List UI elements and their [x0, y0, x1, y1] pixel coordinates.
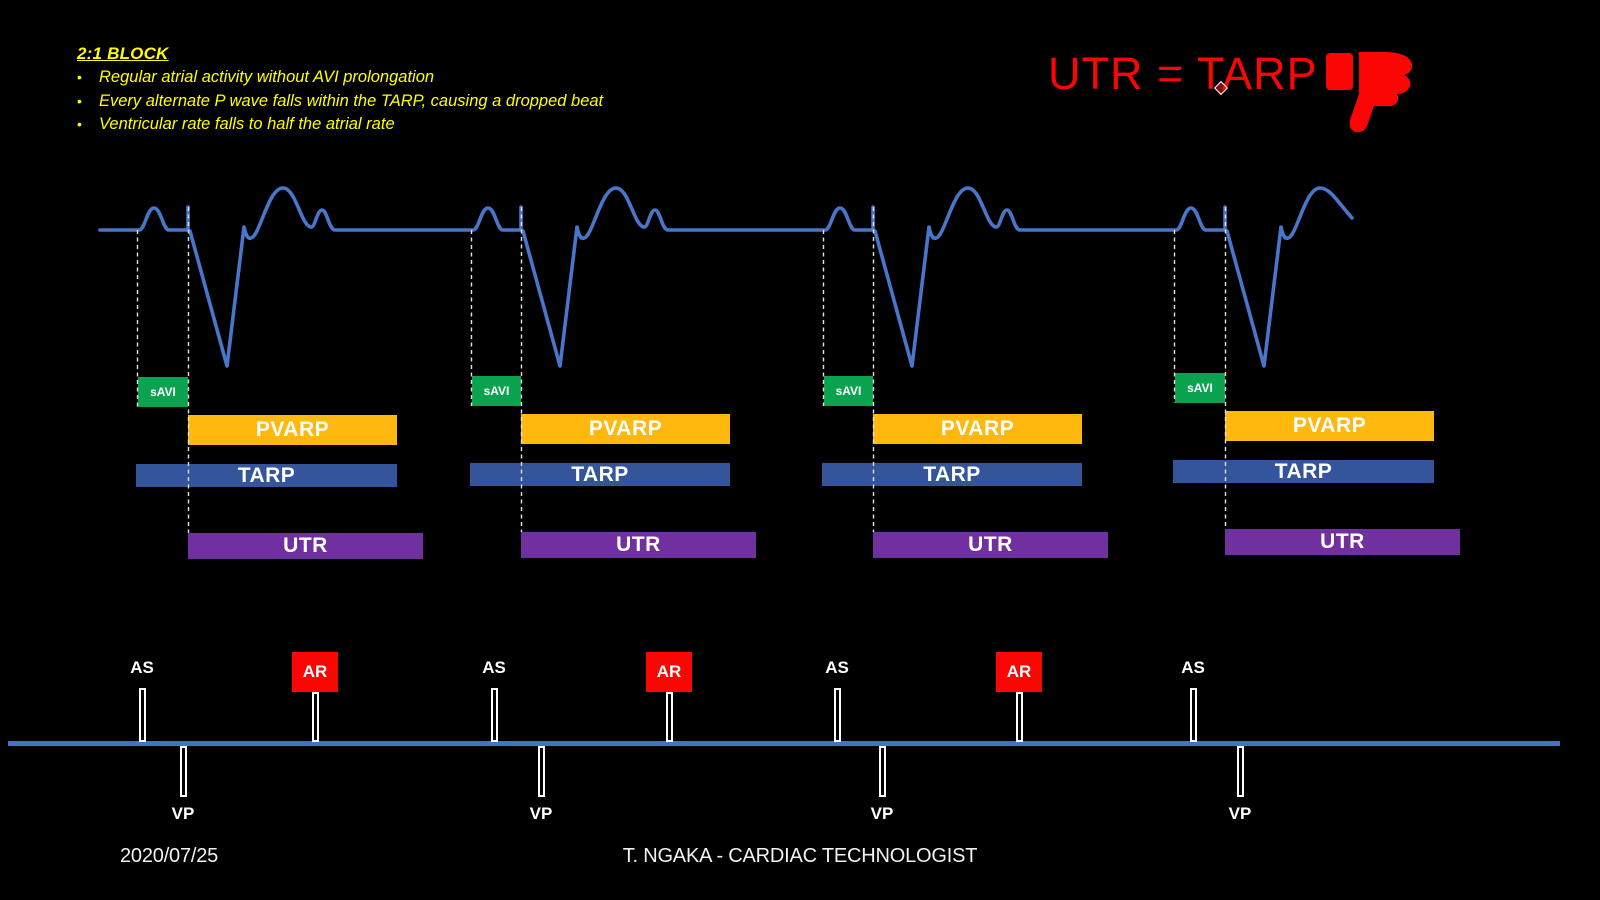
formula-text: UTR = TARP: [1048, 48, 1318, 99]
as-marker-tick: [1189, 688, 1197, 742]
savi-bar-label: sAVI: [835, 384, 862, 398]
bullet-text: Every alternate P wave falls within the …: [99, 91, 604, 110]
bullet-list: • Regular atrial activity without AVI pr…: [77, 66, 717, 137]
pvarp-bar: PVARP: [873, 414, 1082, 444]
savi-bar: sAVI: [1175, 373, 1225, 403]
as-marker-label: AS: [130, 658, 154, 677]
pvarp-bar-label: PVARP: [588, 417, 663, 440]
bullet-dot: •: [77, 92, 82, 109]
pvarp-bar-label: PVARP: [255, 418, 330, 441]
as-marker-tick: [138, 688, 146, 742]
utr-bar: UTR: [521, 532, 756, 558]
utr-bar: UTR: [873, 532, 1108, 558]
pvarp-bar: PVARP: [188, 415, 397, 445]
bullet-dot: •: [77, 69, 82, 85]
pvarp-bar: PVARP: [521, 414, 730, 444]
utr-bar-label: UTR: [283, 534, 328, 557]
vp-marker-tick: [878, 746, 886, 797]
savi-bar-label: sAVI: [150, 385, 176, 399]
tarp-bar: TARP: [1173, 460, 1434, 483]
as-marker-label: AS: [825, 658, 849, 677]
vp-marker-label: VP: [171, 804, 195, 823]
savi-bar: sAVI: [138, 377, 188, 407]
tarp-bar-label: TARP: [1274, 459, 1333, 483]
tarp-bar: TARP: [822, 463, 1082, 486]
ecg-strip: [98, 186, 1354, 533]
savi-bar: sAVI: [472, 376, 521, 406]
tarp-bar-label: TARP: [237, 463, 296, 487]
as-marker-tick: [833, 688, 841, 742]
savi-bar-label: sAVI: [1187, 381, 1213, 395]
utr-bar-label: UTR: [616, 533, 661, 556]
slide-date: 2020/07/25: [120, 845, 219, 867]
ecg-trace: [98, 186, 1354, 368]
ar-marker-tick: [1015, 692, 1023, 742]
vp-marker-tick: [537, 746, 545, 797]
tarp-bar-label: TARP: [923, 462, 981, 486]
marker-baseline: [8, 741, 1560, 746]
vp-marker-tick: [179, 746, 187, 797]
bullet-text: Ventricular rate falls to half the atria…: [99, 115, 395, 134]
tarp-bar: TARP: [136, 464, 397, 487]
ar-marker-tick: [311, 692, 319, 742]
tarp-bar: TARP: [470, 463, 730, 486]
savi-bar: sAVI: [824, 376, 873, 406]
bullet-item: • Regular atrial activity without AVI pr…: [77, 66, 717, 90]
vp-marker-label: VP: [1228, 804, 1252, 823]
as-marker-label: AS: [1181, 658, 1205, 677]
utr-bar: UTR: [1225, 529, 1460, 555]
pvarp-bar-label: PVARP: [1292, 414, 1367, 437]
vp-marker-label: VP: [870, 804, 894, 823]
vp-marker-tick: [1236, 746, 1244, 797]
as-marker-tick: [490, 688, 498, 742]
utr-bar-label: UTR: [968, 533, 1013, 556]
ar-marker-box: AR: [996, 652, 1042, 692]
bullet-dot: •: [77, 116, 82, 133]
ar-marker-box: AR: [646, 652, 692, 692]
slide-title: 2:1 BLOCK: [77, 44, 169, 63]
bullet-item: • Ventricular rate falls to half the atr…: [77, 113, 717, 137]
pvarp-bar: PVARP: [1225, 411, 1434, 441]
utr-bar-label: UTR: [1320, 530, 1365, 553]
vp-marker-label: VP: [529, 804, 553, 823]
utr-bar: UTR: [188, 533, 423, 559]
event-dashed-lines: [136, 207, 1227, 533]
ar-marker-tick: [665, 692, 673, 742]
tarp-bar-label: TARP: [571, 462, 629, 486]
thumbs-down-icon: [1326, 52, 1413, 133]
pvarp-bar-label: PVARP: [940, 417, 1015, 440]
savi-bar-label: sAVI: [483, 384, 510, 398]
bullet-text: Regular atrial activity without AVI prol…: [99, 68, 435, 86]
ar-marker-box: AR: [292, 652, 338, 692]
author-credit: T. NGAKA - CARDIAC TECHNOLOGIST: [622, 845, 978, 867]
bullet-item: • Every alternate P wave falls within th…: [77, 90, 717, 114]
as-marker-label: AS: [482, 658, 506, 677]
